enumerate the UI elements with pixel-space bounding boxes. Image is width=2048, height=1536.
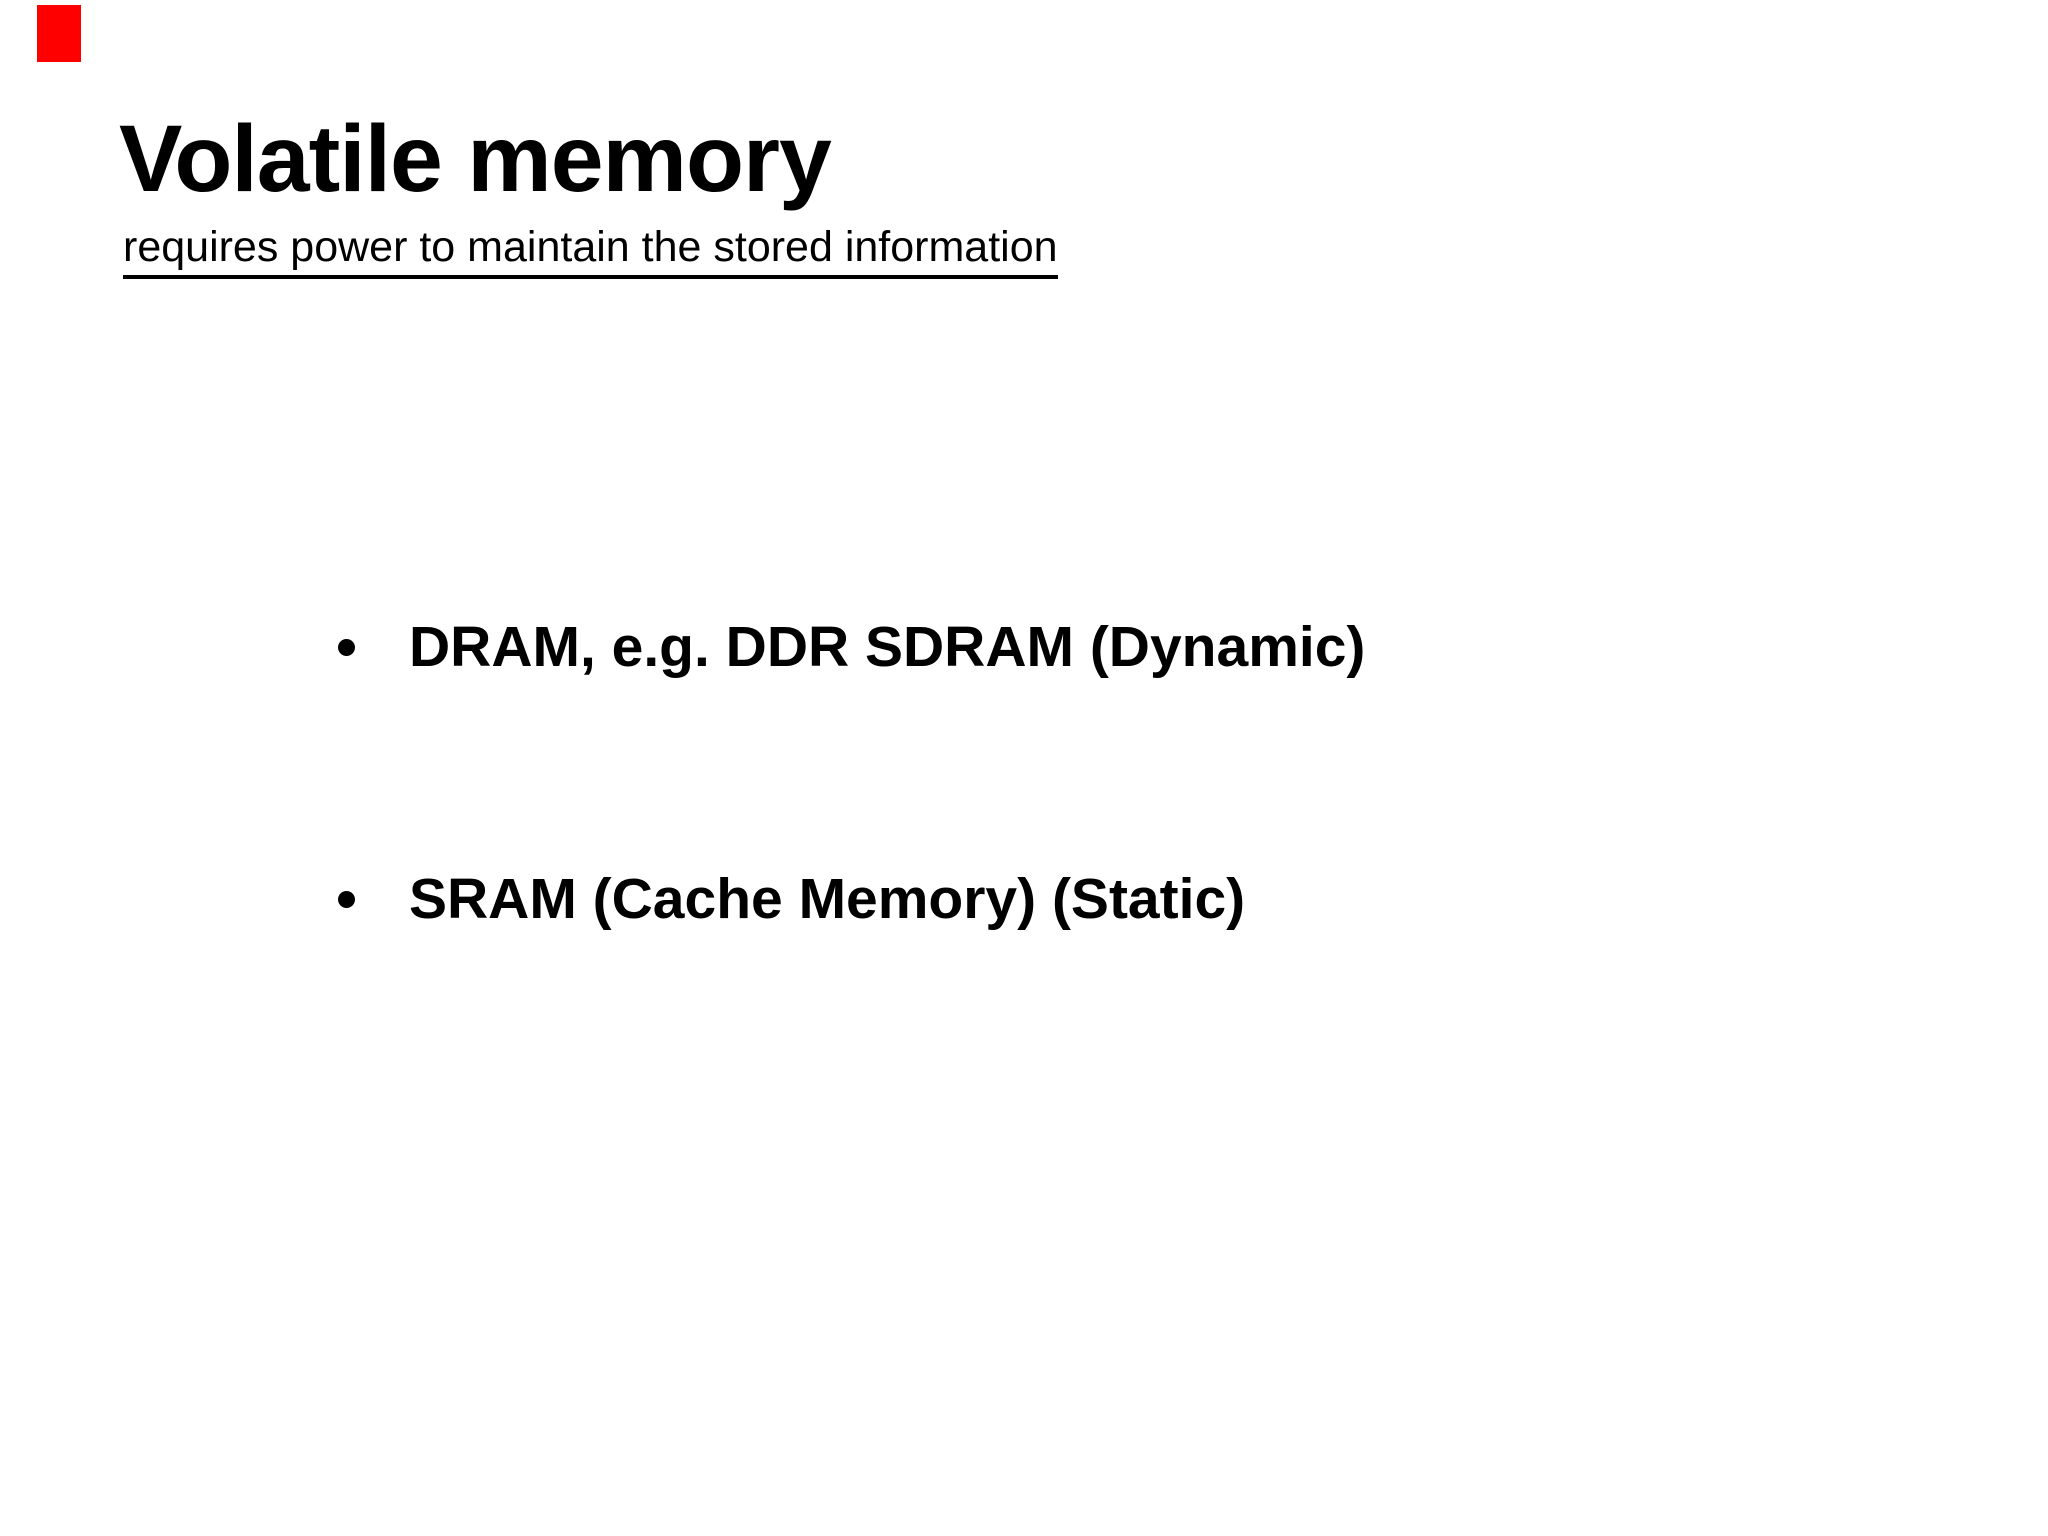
slide-title: Volatile memory [119, 106, 832, 212]
list-item-sram: SRAM (Cache Memory) (Static) [338, 867, 1245, 933]
bullet-dot-icon [338, 891, 355, 909]
list-item-dram: DRAM, e.g. DDR SDRAM (Dynamic) [338, 615, 1365, 681]
bullet-text-sram: SRAM (Cache Memory) (Static) [409, 867, 1246, 931]
slide-subtitle: requires power to maintain the stored in… [123, 223, 1058, 280]
recording-indicator-bar [37, 5, 81, 62]
bullet-text-dram: DRAM, e.g. DDR SDRAM (Dynamic) [409, 615, 1366, 679]
bullet-dot-icon [338, 639, 355, 657]
